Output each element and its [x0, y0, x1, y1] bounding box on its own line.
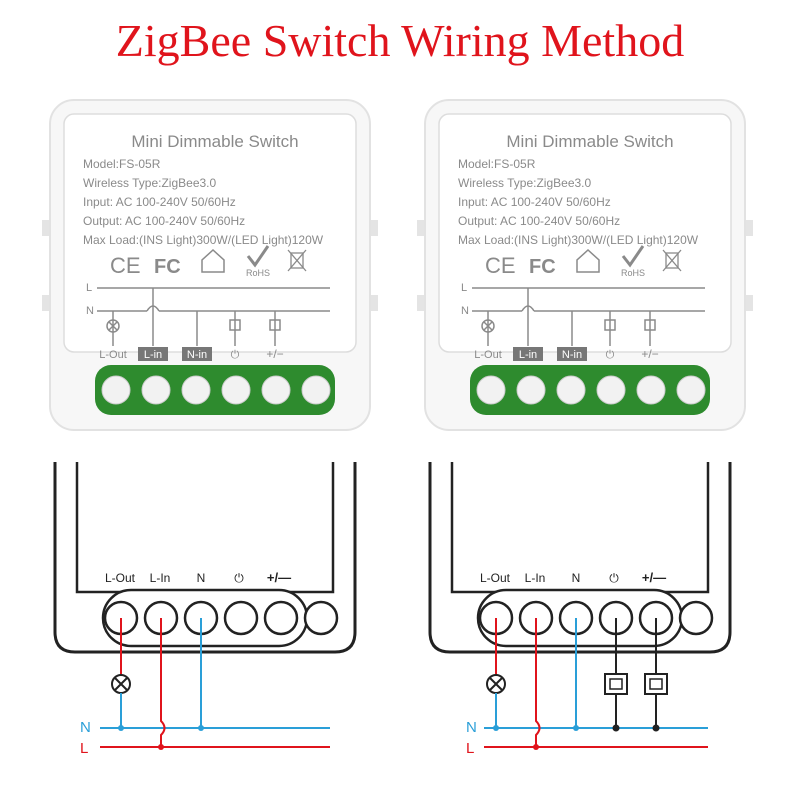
device-right-model: Model:FS-05R: [458, 157, 536, 171]
schem-right-label-power: ⏻: [609, 571, 619, 585]
terminal-label-n-in: N-in: [562, 349, 582, 361]
device-right-output: Output: AC 100-240V 50/60Hz: [458, 214, 620, 228]
schematic-right: L-Out L-In N ⏻ +/—: [428, 460, 732, 654]
rohs-check-icon: [246, 245, 270, 268]
ce-mark: CE: [110, 253, 141, 278]
terminal-label-l-in: L-in: [519, 349, 537, 361]
device-left-output: Output: AC 100-240V 50/60Hz: [83, 214, 245, 228]
fcc-mark: FC: [154, 256, 181, 278]
wiring-left: N L: [80, 618, 330, 757]
wiring-right: N L: [466, 618, 708, 757]
circuit-left-n-label: N: [86, 305, 94, 317]
circuit-left-lines: [97, 287, 330, 346]
wire-right-l-label: L: [466, 740, 474, 757]
device-right: Mini Dimmable Switch Model:FS-05R Wirele…: [416, 99, 754, 431]
terminal-label-plus-minus: +/−: [266, 347, 283, 361]
device-left-wireless: Wireless Type:ZigBee3.0: [83, 176, 216, 190]
ce-mark: CE: [485, 253, 516, 278]
fcc-mark: FC: [529, 256, 556, 278]
screw-terminals-left: [101, 375, 331, 405]
circuit-right-lines: [472, 287, 705, 346]
schem-left-label-l-out: L-Out: [105, 571, 136, 585]
device-left-model: Model:FS-05R: [83, 157, 161, 171]
wire-l-in-right: [535, 618, 541, 747]
wire-left-l-label: L: [80, 740, 88, 757]
terminal-label-plus-minus: +/−: [641, 347, 658, 361]
terminal-label-l-out: L-Out: [474, 349, 502, 361]
terminal-label-n-in: N-in: [187, 349, 207, 361]
push-button-icon-dimmer: [644, 673, 668, 695]
rohs-check-icon: [621, 245, 645, 268]
schem-right-label-l-in: L-In: [525, 571, 546, 585]
schem-left-label-l-in: L-In: [150, 571, 171, 585]
device-left-max-load: Max Load:(INS Light)300W/(LED Light)120W: [83, 233, 324, 247]
device-left: Mini Dimmable Switch Model:FS-05R Wirele…: [41, 99, 379, 431]
schematic-left: L-Out L-In N ⏻ +/—: [53, 460, 357, 654]
wire-right-n-label: N: [466, 719, 477, 736]
device-right-name: Mini Dimmable Switch: [506, 132, 673, 151]
device-right-input: Input: AC 100-240V 50/60Hz: [458, 195, 611, 209]
lamp-icon-left: [111, 674, 131, 694]
schem-left-terminals: [103, 600, 339, 636]
schem-right-label-l-out: L-Out: [480, 571, 511, 585]
terminal-label-l-out: L-Out: [99, 349, 127, 361]
schem-left-label-power: ⏻: [234, 571, 244, 585]
push-button-icon-power: [604, 673, 628, 695]
rohs-label: RoHS: [246, 268, 270, 278]
screw-terminals-right: [476, 375, 706, 405]
rohs-label: RoHS: [621, 268, 645, 278]
circuit-right-n-label: N: [461, 305, 469, 317]
house-icon: [576, 248, 600, 273]
lamp-icon-right: [486, 674, 506, 694]
device-left-input: Input: AC 100-240V 50/60Hz: [83, 195, 236, 209]
schem-left-label-plus-minus: +/—: [267, 570, 291, 585]
device-right-wireless: Wireless Type:ZigBee3.0: [458, 176, 591, 190]
terminal-label-power: ⏻: [606, 349, 615, 361]
schem-right-label-n: N: [572, 571, 581, 585]
circuit-left-l-label: L: [86, 282, 92, 294]
weee-bin-icon: [287, 249, 307, 272]
circuit-right-l-label: L: [461, 282, 467, 294]
house-icon: [201, 248, 225, 273]
schem-left-label-n: N: [197, 571, 206, 585]
terminal-label-l-in: L-in: [144, 349, 162, 361]
wire-left-n-label: N: [80, 719, 91, 736]
terminal-label-power: ⏻: [231, 349, 240, 361]
device-left-name: Mini Dimmable Switch: [131, 132, 298, 151]
schem-right-label-plus-minus: +/—: [642, 570, 666, 585]
device-right-max-load: Max Load:(INS Light)300W/(LED Light)120W: [458, 233, 699, 247]
wire-l-in-left: [160, 618, 166, 747]
page-title: ZigBee Switch Wiring Method: [115, 15, 685, 66]
weee-bin-icon: [662, 249, 682, 272]
